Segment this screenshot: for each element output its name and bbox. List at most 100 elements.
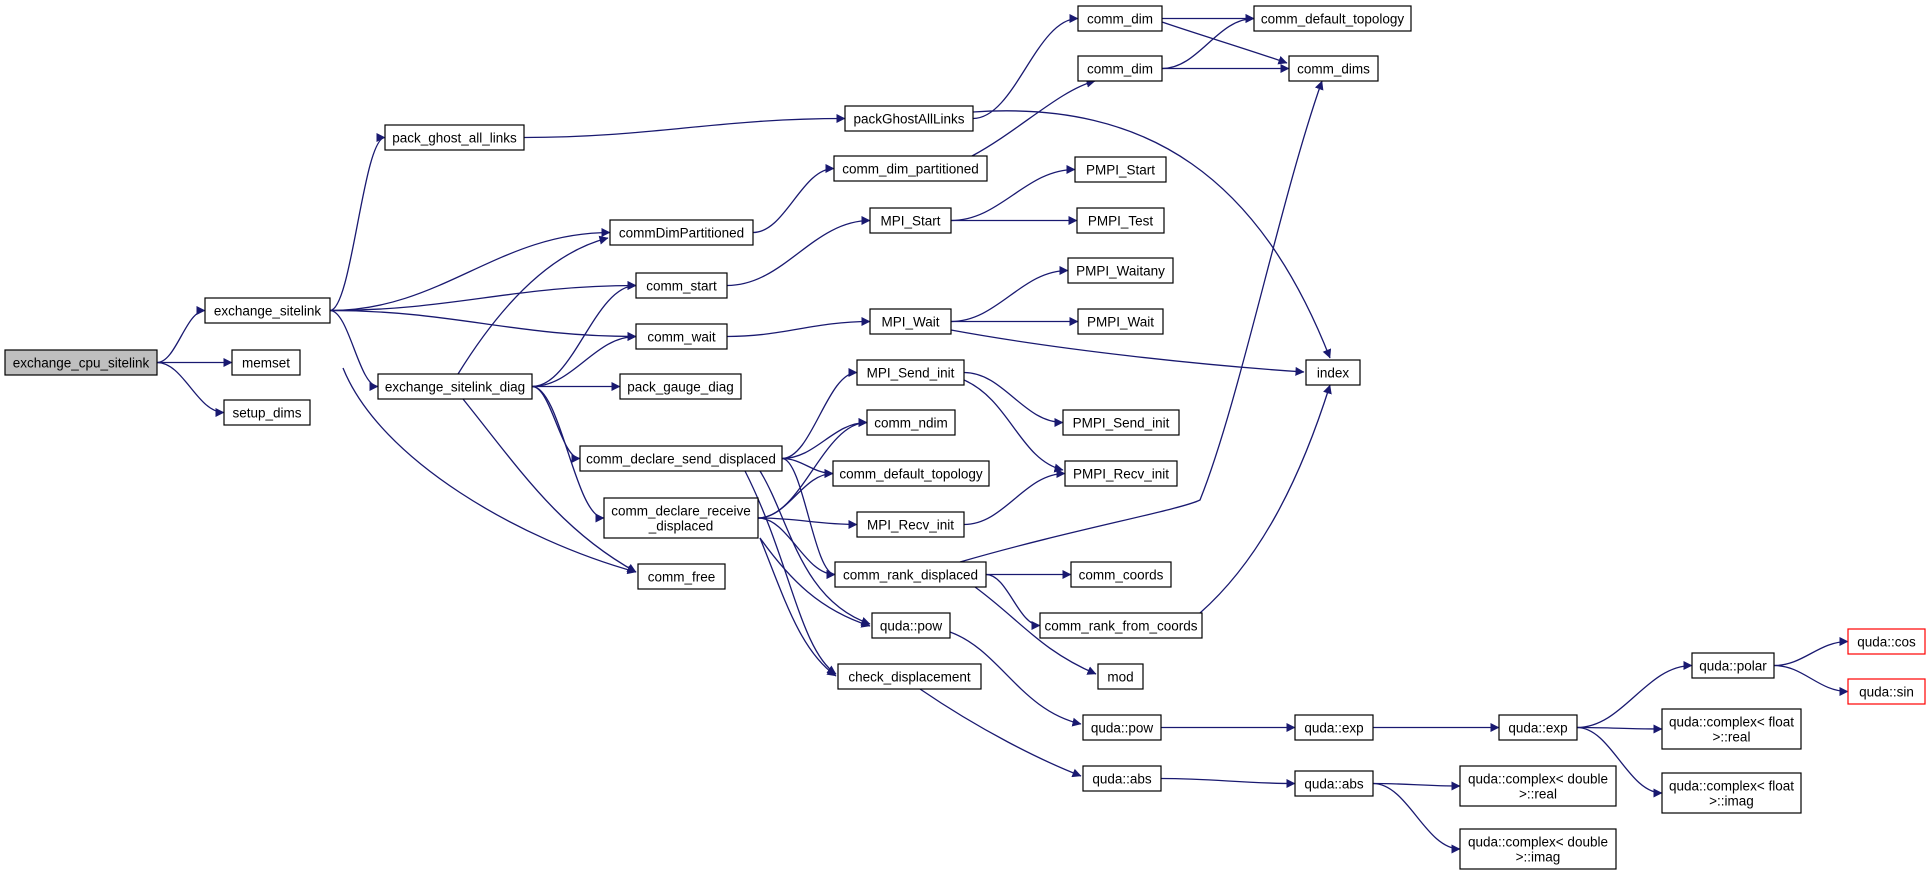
node-box[interactable] xyxy=(1459,828,1617,870)
node-box[interactable] xyxy=(635,323,728,350)
node-box[interactable] xyxy=(4,349,158,376)
node-box[interactable] xyxy=(1305,359,1361,386)
node-box[interactable] xyxy=(377,373,533,400)
node-PMPI-Test[interactable]: PMPI_Test xyxy=(1076,207,1165,234)
node-box[interactable] xyxy=(1039,612,1203,639)
node-MPI-Send-init[interactable]: MPI_Send_init xyxy=(856,359,965,386)
node-box[interactable] xyxy=(871,612,951,639)
node-comm-default-topology-2[interactable]: comm_default_topology xyxy=(1253,5,1412,32)
node-quda-pow-1[interactable]: quda::pow xyxy=(871,612,951,639)
node-box[interactable] xyxy=(603,497,759,539)
node-exchange-cpu-sitelink[interactable]: exchange_cpu_sitelink xyxy=(4,349,158,376)
node-box[interactable] xyxy=(1062,409,1180,436)
node-PMPI-Start[interactable]: PMPI_Start xyxy=(1074,156,1167,183)
node-pack-gauge-diag[interactable]: pack_gauge_diag xyxy=(619,373,742,400)
node-quda-sin[interactable]: quda::sin xyxy=(1847,678,1926,705)
node-box[interactable] xyxy=(844,105,974,132)
node-quda-pow-2[interactable]: quda::pow xyxy=(1082,714,1162,741)
node-box[interactable] xyxy=(637,563,726,590)
node-box[interactable] xyxy=(834,561,987,588)
node-MPI-Recv-init[interactable]: MPI_Recv_init xyxy=(856,511,965,538)
node-comm-ndim[interactable]: comm_ndim xyxy=(866,409,956,436)
node-box[interactable] xyxy=(856,359,965,386)
node-box[interactable] xyxy=(1288,55,1379,82)
node-box[interactable] xyxy=(1067,257,1174,284)
node-box[interactable] xyxy=(1661,708,1802,750)
node-box[interactable] xyxy=(635,272,728,299)
node-box[interactable] xyxy=(384,124,525,151)
node-box[interactable] xyxy=(1097,663,1144,690)
node-box[interactable] xyxy=(1076,207,1165,234)
node-MPI-Wait[interactable]: MPI_Wait xyxy=(869,308,952,335)
node-box[interactable] xyxy=(1064,460,1178,487)
node-box[interactable] xyxy=(223,399,311,426)
node-comm-wait[interactable]: comm_wait xyxy=(635,323,728,350)
node-PMPI-Recv-init[interactable]: PMPI_Recv_init xyxy=(1064,460,1178,487)
node-box[interactable] xyxy=(1077,55,1163,82)
node-box[interactable] xyxy=(1294,714,1374,741)
node-pack-ghost-all-links[interactable]: pack_ghost_all_links xyxy=(384,124,525,151)
node-box[interactable] xyxy=(619,373,742,400)
node-comm-dim-partitioned[interactable]: comm_dim_partitioned xyxy=(833,155,988,182)
node-box[interactable] xyxy=(832,460,990,487)
node-box[interactable] xyxy=(1077,5,1163,32)
node-box[interactable] xyxy=(1070,561,1172,588)
node-box[interactable] xyxy=(869,308,952,335)
node-comm-start[interactable]: comm_start xyxy=(635,272,728,299)
node-box[interactable] xyxy=(1661,772,1802,814)
node-quda-exp-1[interactable]: quda::exp xyxy=(1294,714,1374,741)
node-index[interactable]: index xyxy=(1305,359,1361,386)
node-PMPI-Wait[interactable]: PMPI_Wait xyxy=(1077,308,1164,335)
node-quda-polar[interactable]: quda::polar xyxy=(1691,652,1775,679)
node-PMPI-Waitany[interactable]: PMPI_Waitany xyxy=(1067,257,1174,284)
node-box[interactable] xyxy=(1498,714,1578,741)
node-box[interactable] xyxy=(1077,308,1164,335)
node-box[interactable] xyxy=(1294,770,1374,797)
node-quda-complex-float-imag[interactable]: quda::complex< float>::imag xyxy=(1661,772,1802,814)
node-box[interactable] xyxy=(1253,5,1412,32)
node-quda-complex-float-real[interactable]: quda::complex< float>::real xyxy=(1661,708,1802,750)
node-quda-complex-double-imag[interactable]: quda::complex< double>::imag xyxy=(1459,828,1617,870)
node-PMPI-Send-init[interactable]: PMPI_Send_init xyxy=(1062,409,1180,436)
node-box[interactable] xyxy=(1074,156,1167,183)
node-quda-cos[interactable]: quda::cos xyxy=(1847,628,1926,655)
node-quda-abs-2[interactable]: quda::abs xyxy=(1294,770,1374,797)
node-comm-rank-displaced[interactable]: comm_rank_displaced xyxy=(834,561,987,588)
node-memset[interactable]: memset xyxy=(231,349,301,376)
node-comm-coords[interactable]: comm_coords xyxy=(1070,561,1172,588)
node-exchange-sitelink-diag[interactable]: exchange_sitelink_diag xyxy=(377,373,533,400)
node-box[interactable] xyxy=(609,219,754,246)
node-comm-declare-receive-displaced[interactable]: comm_declare_receive_displaced xyxy=(603,497,759,539)
node-quda-exp-2[interactable]: quda::exp xyxy=(1498,714,1578,741)
node-MPI-Start[interactable]: MPI_Start xyxy=(869,207,952,234)
node-check-displacement[interactable]: check_displacement xyxy=(837,663,982,690)
node-box[interactable] xyxy=(1082,765,1162,792)
node-comm-free[interactable]: comm_free xyxy=(637,563,726,590)
node-box[interactable] xyxy=(866,409,956,436)
node-exchange-sitelink[interactable]: exchange_sitelink xyxy=(204,297,331,324)
node-mod[interactable]: mod xyxy=(1097,663,1144,690)
node-comm-default-topology-1[interactable]: comm_default_topology xyxy=(832,460,990,487)
node-box[interactable] xyxy=(1691,652,1775,679)
node-comm-declare-send-displaced[interactable]: comm_declare_send_displaced xyxy=(579,445,783,472)
node-commDimPartitioned[interactable]: commDimPartitioned xyxy=(609,219,754,246)
node-box[interactable] xyxy=(579,445,783,472)
node-box[interactable] xyxy=(833,155,988,182)
node-box[interactable] xyxy=(869,207,952,234)
node-quda-complex-double-real[interactable]: quda::complex< double>::real xyxy=(1459,765,1617,807)
node-box[interactable] xyxy=(1082,714,1162,741)
node-comm-dims[interactable]: comm_dims xyxy=(1288,55,1379,82)
node-box[interactable] xyxy=(1847,678,1926,705)
node-box[interactable] xyxy=(204,297,331,324)
node-packGhostAllLinks[interactable]: packGhostAllLinks xyxy=(844,105,974,132)
node-comm-dim-1[interactable]: comm_dim xyxy=(1077,5,1163,32)
node-box[interactable] xyxy=(1847,628,1926,655)
node-comm-dim-2[interactable]: comm_dim xyxy=(1077,55,1163,82)
node-box[interactable] xyxy=(1459,765,1617,807)
node-setup-dims[interactable]: setup_dims xyxy=(223,399,311,426)
node-quda-abs-1[interactable]: quda::abs xyxy=(1082,765,1162,792)
node-box[interactable] xyxy=(856,511,965,538)
node-box[interactable] xyxy=(837,663,982,690)
node-box[interactable] xyxy=(231,349,301,376)
node-comm-rank-from-coords[interactable]: comm_rank_from_coords xyxy=(1039,612,1203,639)
